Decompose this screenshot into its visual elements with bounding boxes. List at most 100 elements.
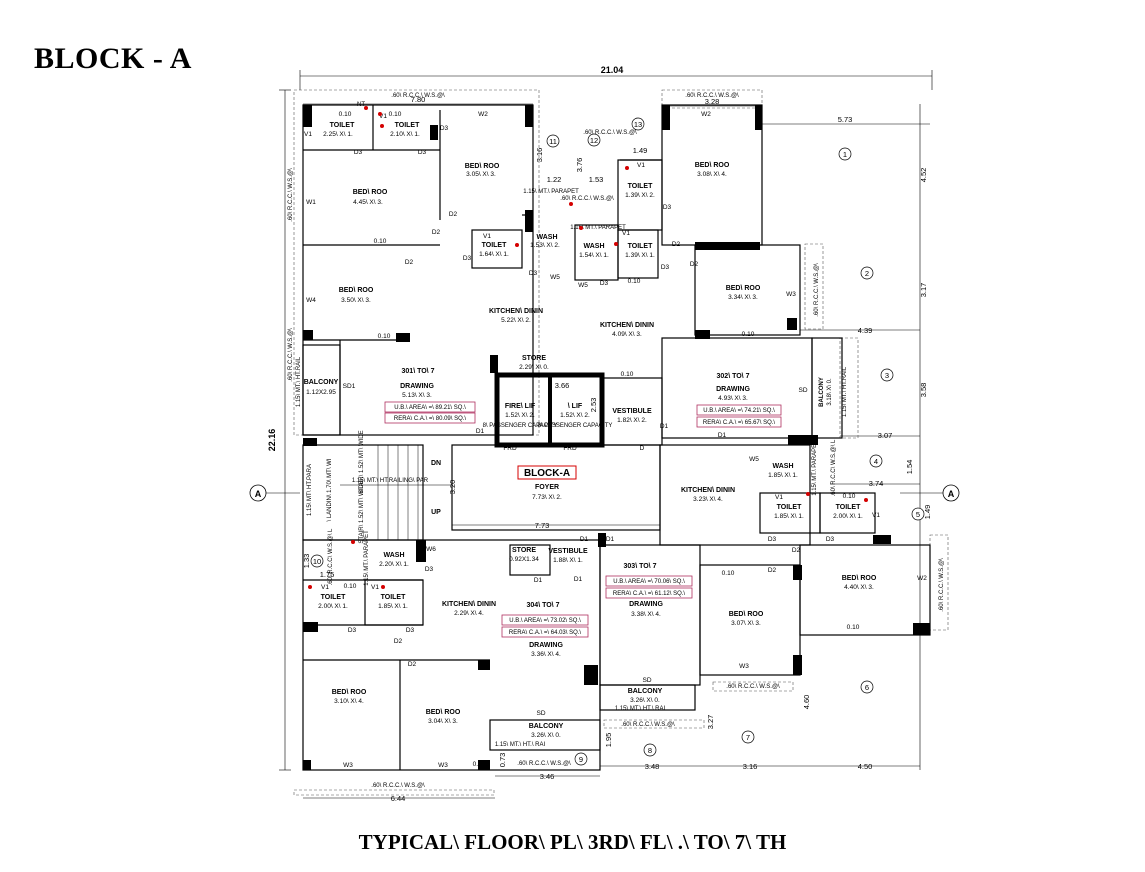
svg-text:3.34\ X\ 3.: 3.34\ X\ 3. bbox=[728, 294, 758, 301]
svg-text:W6: W6 bbox=[426, 546, 436, 553]
svg-text:SD: SD bbox=[536, 710, 545, 717]
svg-text:RERA\ C.A.\ =\ 61.12\ SQ.\: RERA\ C.A.\ =\ 61.12\ SQ.\ bbox=[613, 591, 686, 597]
dim-v14: 0.73 bbox=[498, 753, 507, 768]
svg-text:302\ TO\ 7: 302\ TO\ 7 bbox=[717, 373, 750, 380]
dim-v8: 3.66 bbox=[555, 381, 570, 390]
svg-text:BED\ ROO: BED\ ROO bbox=[695, 162, 730, 169]
svg-text:0.92X1.34: 0.92X1.34 bbox=[509, 556, 539, 563]
dim-overall-height: 22.16 bbox=[267, 429, 277, 452]
svg-text:D1: D1 bbox=[574, 576, 583, 583]
dim-v7: 2.53 bbox=[589, 398, 598, 413]
svg-text:3.38\ X\ 4.: 3.38\ X\ 4. bbox=[631, 611, 661, 618]
svg-text:3.26\ X\ 0.: 3.26\ X\ 0. bbox=[630, 697, 660, 704]
svg-text:RERA\ C.A.\ =\ 65.67\ SQ.\: RERA\ C.A.\ =\ 65.67\ SQ.\ bbox=[703, 420, 776, 426]
svg-text:BED\ ROO: BED\ ROO bbox=[729, 611, 764, 618]
svg-text:1.15\ MT.\ HT.RAILING\ PAR: 1.15\ MT.\ HT.RAILING\ PAR bbox=[352, 478, 429, 484]
svg-text:D3: D3 bbox=[406, 627, 415, 634]
svg-text:D2: D2 bbox=[672, 241, 681, 248]
svg-text:TOILET: TOILET bbox=[628, 243, 653, 250]
svg-text:0.10: 0.10 bbox=[344, 583, 357, 590]
svg-text:WASH: WASH bbox=[773, 463, 794, 470]
svg-text:9: 9 bbox=[579, 755, 583, 764]
svg-text:2.25\ X\ 1.: 2.25\ X\ 1. bbox=[323, 131, 353, 138]
svg-text:D1: D1 bbox=[660, 423, 669, 430]
svg-text:V1: V1 bbox=[483, 233, 491, 240]
dim-v11: 4.60 bbox=[802, 695, 811, 710]
svg-text:1.85\ X\ 1.: 1.85\ X\ 1. bbox=[378, 603, 408, 610]
svg-text:SD1: SD1 bbox=[343, 383, 356, 390]
svg-text:D3: D3 bbox=[663, 204, 672, 211]
dim-r2: 3.17 bbox=[919, 283, 928, 298]
dim-v2: 3.16 bbox=[535, 148, 544, 163]
dim-r3: 3.58 bbox=[919, 383, 928, 398]
svg-text:W2: W2 bbox=[478, 111, 488, 118]
svg-text:0.10: 0.10 bbox=[374, 238, 387, 245]
svg-text:V1: V1 bbox=[775, 494, 783, 501]
dim-h3: 3.74 bbox=[869, 479, 884, 488]
dim-r1: 4.52 bbox=[919, 168, 928, 183]
svg-text:3.36\ X\ 4.: 3.36\ X\ 4. bbox=[531, 651, 561, 658]
svg-text:D2: D2 bbox=[792, 547, 801, 554]
svg-text:8\ PASSENGER CAPACITY: 8\ PASSENGER CAPACITY bbox=[483, 423, 558, 429]
svg-text:BED\ ROO: BED\ ROO bbox=[332, 689, 367, 696]
svg-text:STAIR\ 1.52\ MT\ WIDE: STAIR\ 1.52\ MT\ WIDE bbox=[359, 430, 365, 493]
svg-text:13: 13 bbox=[634, 120, 642, 129]
svg-text:W3: W3 bbox=[438, 762, 448, 769]
svg-text:7.73\ X\ 2.: 7.73\ X\ 2. bbox=[532, 494, 562, 501]
svg-text:1.15\ MT\ HT.PARA: 1.15\ MT\ HT.PARA bbox=[307, 464, 313, 516]
svg-text:4.40\ X\ 3.: 4.40\ X\ 3. bbox=[844, 584, 874, 591]
svg-text:DN: DN bbox=[431, 460, 441, 467]
dim-r4: 1.54 bbox=[905, 460, 914, 475]
svg-text:.60\ R.C.C\ W.S.@\ L: .60\ R.C.C\ W.S.@\ L bbox=[831, 439, 837, 496]
svg-text:TOILET: TOILET bbox=[395, 122, 420, 129]
svg-text:D3: D3 bbox=[463, 255, 472, 262]
svg-text:D3: D3 bbox=[768, 536, 777, 543]
svg-text:VESTIBULE: VESTIBULE bbox=[548, 548, 588, 555]
svg-text:W2: W2 bbox=[701, 111, 711, 118]
dim-v10: 1.75 bbox=[320, 570, 335, 579]
svg-text:3.07\ X\ 3.: 3.07\ X\ 3. bbox=[731, 620, 761, 627]
svg-text:0.10: 0.10 bbox=[389, 111, 402, 118]
svg-text:V1: V1 bbox=[371, 584, 379, 591]
dim-right-1: 5.73 bbox=[838, 115, 853, 124]
dim-v12: 3.27 bbox=[706, 715, 715, 730]
svg-text:3.26\ X\ 0.: 3.26\ X\ 0. bbox=[531, 732, 561, 739]
svg-text:A: A bbox=[255, 489, 262, 499]
svg-text:D1: D1 bbox=[476, 428, 485, 435]
svg-text:BED\ ROO: BED\ ROO bbox=[426, 709, 461, 716]
svg-text:D3: D3 bbox=[425, 566, 434, 573]
svg-text:\ LIF: \ LIF bbox=[568, 403, 583, 410]
dim-h2: 3.07 bbox=[878, 431, 893, 440]
svg-text:BED\ ROO: BED\ ROO bbox=[842, 575, 877, 582]
svg-text:TOILET: TOILET bbox=[321, 594, 346, 601]
svg-text:WASH: WASH bbox=[537, 234, 558, 241]
flat-302: BED\ ROO 3.08\ X\ 4. W2 D3 TOILET 1.39\ … bbox=[560, 93, 848, 445]
svg-text:TOILET: TOILET bbox=[482, 242, 507, 249]
svg-text:0.10: 0.10 bbox=[847, 624, 860, 631]
core: FIRE\ LIF 1.52\ X\ 2. 8\ PASSENGER CAPAC… bbox=[302, 371, 669, 544]
svg-text:1.85\ X\ 1.: 1.85\ X\ 1. bbox=[774, 513, 804, 520]
svg-text:FOYER: FOYER bbox=[535, 484, 559, 491]
svg-text:0.10: 0.10 bbox=[742, 331, 755, 338]
svg-text:D1: D1 bbox=[718, 432, 727, 439]
section-markers: A A bbox=[249, 484, 960, 502]
svg-text:5: 5 bbox=[916, 510, 920, 519]
svg-text:DRAWING: DRAWING bbox=[529, 642, 563, 649]
svg-text:STORE: STORE bbox=[512, 547, 536, 554]
svg-text:.60\ R.C.C.\ W.S.@\: .60\ R.C.C.\ W.S.@\ bbox=[621, 722, 675, 728]
svg-text:TOILET: TOILET bbox=[836, 504, 861, 511]
svg-text:3.23\ X\ 4.: 3.23\ X\ 4. bbox=[693, 496, 723, 503]
svg-text:BALCONY: BALCONY bbox=[304, 379, 339, 386]
svg-text:FIRE\ LIF: FIRE\ LIF bbox=[505, 403, 536, 410]
svg-text:V1: V1 bbox=[304, 131, 312, 138]
dim-v1: 3.76 bbox=[575, 158, 584, 173]
svg-text:1.82\ X\ 2.: 1.82\ X\ 2. bbox=[617, 417, 647, 424]
svg-text:V1: V1 bbox=[321, 584, 329, 591]
svg-text:.60\ R.C.C.\ W.S.@\: .60\ R.C.C.\ W.S.@\ bbox=[560, 196, 614, 202]
dim-b2: 3.16 bbox=[743, 762, 758, 771]
dim-b1: 3.48 bbox=[645, 762, 660, 771]
dim-v13: 1.95 bbox=[604, 733, 613, 748]
svg-text:.60\ R.C.C.\ W.S.@\: .60\ R.C.C.\ W.S.@\ bbox=[371, 783, 425, 789]
svg-text:BED\ ROO: BED\ ROO bbox=[353, 189, 388, 196]
